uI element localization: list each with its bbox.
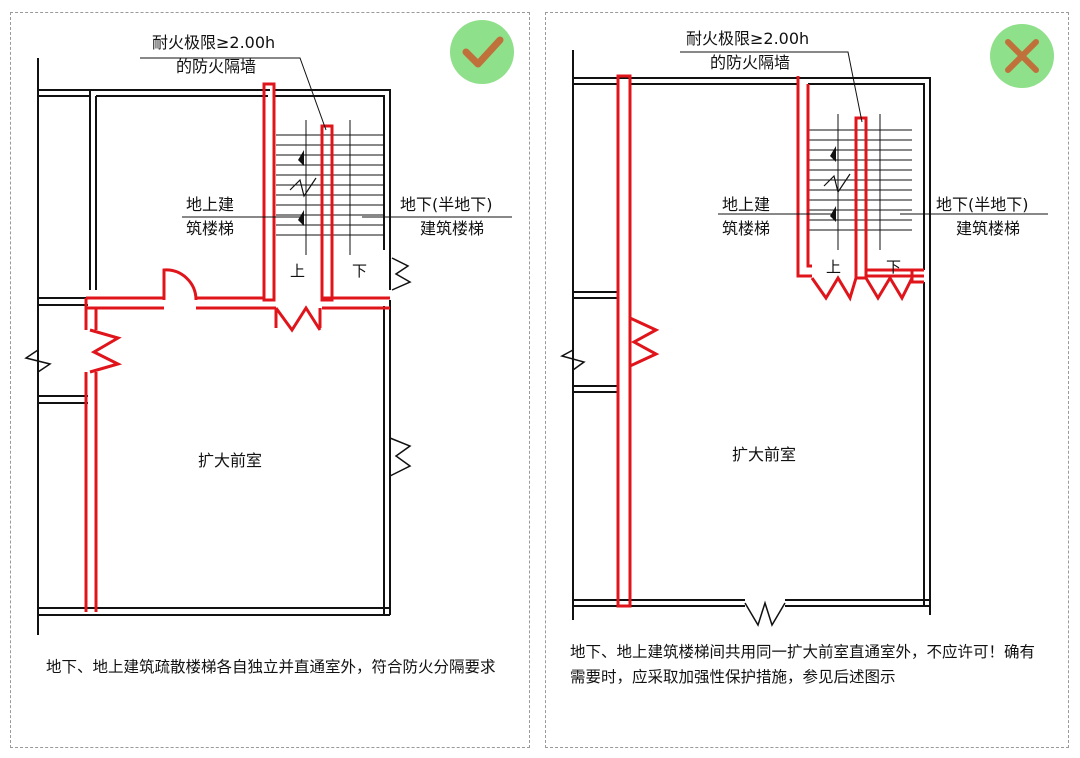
below-stair-label-l2: 建筑楼梯 [420,219,484,238]
below-stair-label-l1-right: 地下(半地下) [936,195,1029,214]
left-floor-plan [24,57,512,635]
cross-icon [990,24,1054,88]
below-stair-label-l2-right: 建筑楼梯 [956,219,1020,238]
fire-wall-label-l1-right: 耐火极限≥2.00h [686,29,809,48]
up-label: 上 [290,262,305,280]
caption-correct: 地下、地上建筑疏散楼梯各自独立并直通室外，符合防火分隔要求 [46,658,496,676]
incorrect-example-panel [545,12,1069,748]
caption-incorrect: 地下、地上建筑楼梯间共用同一扩大前室直通室外，不应许可！确有需要时，应采取加强性… [570,643,1036,686]
room-label: 扩大前室 [198,451,262,470]
room-label-right: 扩大前室 [732,445,796,464]
above-stair-label-l1-right: 地上建 [722,195,770,214]
down-label-right: 下 [886,258,901,276]
fire-wall-label-l2: 的防火隔墙 [176,57,256,76]
fire-wall-label-l2-right: 的防火隔墙 [710,53,790,72]
above-stair-label-l2: 筑楼梯 [186,219,234,238]
down-label: 下 [352,262,367,280]
check-icon [450,20,514,84]
above-stair-label-l1: 地上建 [186,195,234,214]
correct-example-panel [10,12,530,748]
up-label-right: 上 [826,258,841,276]
below-stair-label-l1: 地下(半地下) [400,195,493,214]
right-floor-plan [560,50,1048,627]
fire-wall-label-l1: 耐火极限≥2.00h [152,33,275,52]
above-stair-label-l2-right: 筑楼梯 [722,219,770,238]
